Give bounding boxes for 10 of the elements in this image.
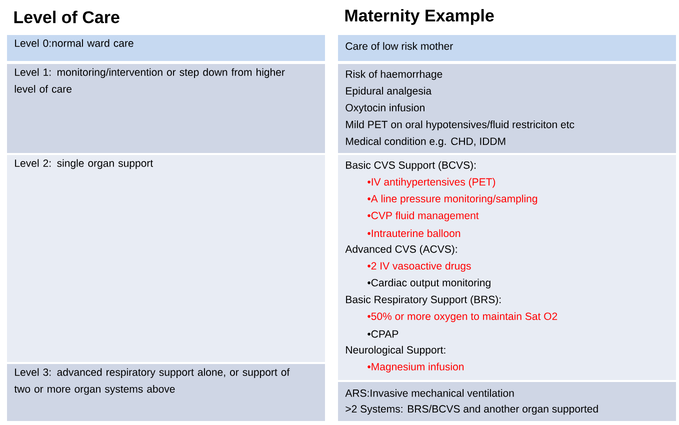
table-cell: Risk of haemorrhage Epidural analgesia Oxytocin infusion Mild PET on oral hypotensives/fluid restriciton etc Medical condition e.g. CHD, IDDM xyxy=(338,64,676,153)
table-cell: ARS:Invasive mechanical ventilation >2 Systems: BRS/BCVS and another organ supported xyxy=(338,382,676,421)
table-cell: Care of low risk mother xyxy=(338,35,676,61)
table-cell: Level 0:normal ward care xyxy=(7,35,325,61)
table-cell: Basic CVS Support (BCVS): •IV antihypertensives (PET) •A line pressure monitoring/sampling •CVP fluid management •Intrauterine balloon Advanced CVS (ACVS): •2 IV vasoactive drugs •Cardiac output monitoring Basic Respiratory Support (BRS): •50% or more oxygen to maintain Sat O2 •CPAP Neurological Support: •Magnesium infusion xyxy=(338,155,676,380)
table-cell: Level 1: monitoring/intervention or step down from higher level of care xyxy=(7,64,325,153)
table-cell: Level 3: advanced respiratory support alone, or support of two or more organ systems above xyxy=(7,364,325,421)
column-header: Level of Care xyxy=(14,10,120,24)
column-header: Maternity Example xyxy=(345,9,494,25)
table-cell: Level 2: single organ support xyxy=(7,155,325,362)
